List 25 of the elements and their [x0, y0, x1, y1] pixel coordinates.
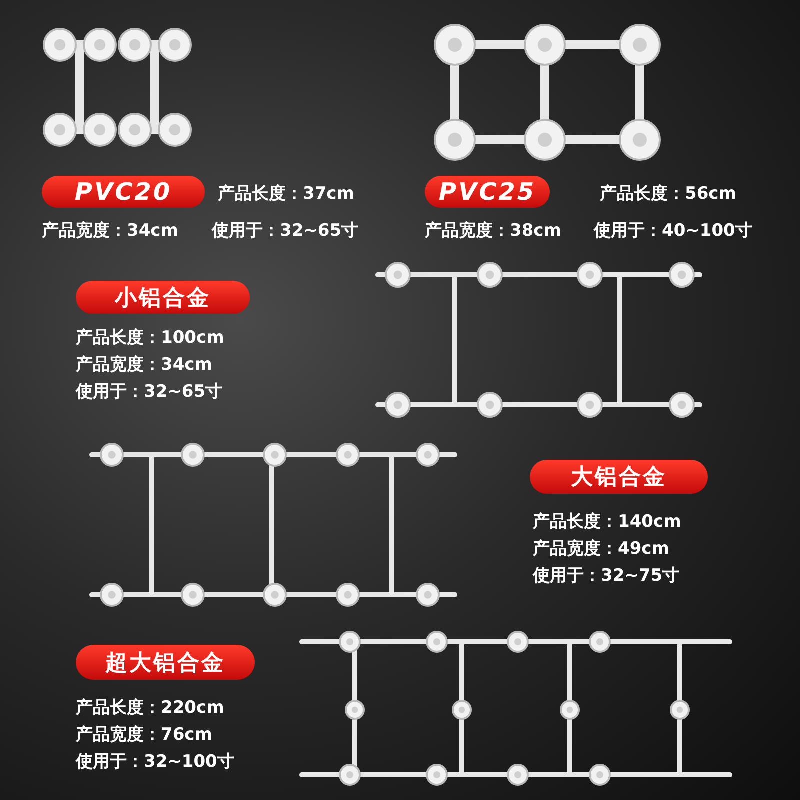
- model-name: 大铝合金: [571, 464, 667, 492]
- model-name: 小铝合金: [115, 284, 211, 312]
- spec-text: 产品宽度：34cm: [42, 220, 178, 242]
- spec-text: 使用于：32~100寸: [76, 751, 234, 773]
- title-banner: [42, 176, 205, 208]
- spec-text: 产品长度：220cm: [76, 697, 224, 719]
- spec-text: 产品长度：56cm: [600, 183, 736, 205]
- spec-text: 使用于：40~100寸: [594, 220, 752, 242]
- spec-text: 产品长度：140cm: [533, 511, 682, 533]
- model-name: 超大铝合金: [106, 650, 226, 678]
- title-banner: [76, 645, 255, 680]
- title-banner: [76, 281, 250, 314]
- title-banner: [530, 460, 708, 494]
- spec-text: 产品长度：37cm: [218, 183, 354, 205]
- model-name: PVC20: [74, 178, 172, 206]
- spec-text: 产品宽度：34cm: [76, 354, 212, 376]
- title-banner: [425, 176, 550, 208]
- spec-text: 使用于：32~65寸: [212, 220, 359, 242]
- spec-text: 使用于：32~75寸: [533, 565, 680, 587]
- spec-text: 产品宽度：49cm: [533, 538, 670, 560]
- spec-text: 使用于：32~65寸: [76, 381, 223, 403]
- spec-text: 产品宽度：38cm: [425, 220, 562, 242]
- model-name: PVC25: [438, 178, 536, 206]
- spec-text: 产品宽度：76cm: [76, 724, 212, 746]
- spec-text: 产品长度：100cm: [76, 327, 224, 349]
